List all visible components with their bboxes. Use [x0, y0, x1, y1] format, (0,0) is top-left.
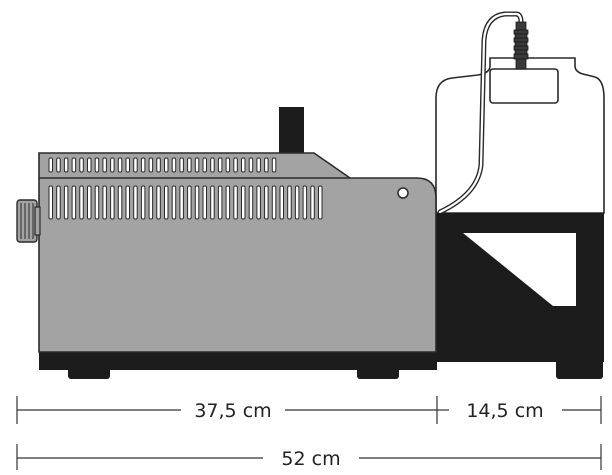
total-length-label: 52 cm [281, 448, 340, 470]
vent-slot [179, 157, 184, 173]
vent-slot [256, 185, 261, 220]
vent-slot [294, 185, 300, 220]
hose-connector [513, 21, 529, 70]
tank-cap [489, 68, 559, 104]
foot-right [357, 360, 399, 379]
vent-slot [133, 185, 138, 220]
vent-slot [94, 157, 100, 173]
vent-slot [287, 185, 292, 220]
vent-slot [71, 185, 77, 220]
base-plate [39, 352, 437, 370]
vent-slot [225, 185, 231, 220]
vent-slot [217, 185, 223, 220]
vent-slot [264, 157, 269, 173]
vent-slot [156, 185, 161, 220]
vent-slot [271, 157, 277, 173]
vent-slot [56, 157, 61, 173]
vent-slot [117, 185, 123, 220]
stand-cutout [463, 233, 576, 306]
vent-slot [63, 157, 69, 173]
vent-slot [140, 185, 146, 220]
vent-slot [87, 157, 92, 173]
vent-slot [248, 185, 254, 220]
fluid-tank [435, 11, 605, 215]
vent-slot [233, 185, 238, 220]
output-nozzle [16, 199, 41, 243]
vent-slot [318, 185, 323, 220]
vent-slot [140, 157, 146, 173]
vent-slot [79, 185, 84, 220]
vent-slot [279, 185, 284, 220]
vent-slot [110, 185, 115, 220]
vent-slot [210, 157, 215, 173]
exhaust-chimney [279, 107, 304, 153]
vent-slot [102, 157, 107, 173]
vent-slot [164, 157, 169, 173]
vent-slot [202, 157, 207, 173]
tank-stand [436, 213, 604, 362]
vent-slot [248, 157, 254, 173]
vent-slot [56, 185, 61, 220]
vent-slot [125, 157, 130, 173]
vent-slot [148, 157, 154, 173]
vent-slot [225, 157, 231, 173]
vent-slot [302, 185, 308, 220]
vent-row-top [48, 157, 277, 173]
vent-slot [117, 157, 123, 173]
dimension-labels: 37,5 cm 14,5 cm 52 cm [194, 400, 543, 470]
vent-slot [171, 185, 177, 220]
vent-slot [79, 157, 84, 173]
vent-slot [94, 185, 100, 220]
dimension-lines [16, 396, 602, 470]
vent-slot [271, 185, 277, 220]
vent-slot [71, 157, 77, 173]
vent-slot [87, 185, 92, 220]
vent-slot [125, 185, 130, 220]
vent-slot [133, 157, 138, 173]
machine-housing [16, 107, 437, 379]
housing-body [38, 152, 437, 353]
vent-row-bottom [48, 185, 323, 220]
vent-slot [187, 185, 192, 220]
vent-slot [48, 157, 53, 173]
vent-slot [171, 157, 177, 173]
vent-slot [241, 157, 246, 173]
vent-slot [164, 185, 169, 220]
vent-slot [187, 157, 192, 173]
vent-slot [210, 185, 215, 220]
foot-left [68, 360, 110, 379]
tank-length-label: 14,5 cm [466, 400, 543, 422]
vent-slot [194, 157, 200, 173]
tank-foot [556, 355, 603, 379]
vent-slot [194, 185, 200, 220]
vent-slot [264, 185, 269, 220]
vent-slot [217, 157, 223, 173]
screw [397, 187, 409, 199]
vent-slot [256, 157, 261, 173]
vent-slot [202, 185, 207, 220]
vent-slot [110, 157, 115, 173]
vent-slot [179, 185, 184, 220]
vent-slot [148, 185, 154, 220]
vent-slot [102, 185, 107, 220]
vent-slot [310, 185, 315, 220]
vent-slot [156, 157, 161, 173]
vent-slot [241, 185, 246, 220]
vent-slot [48, 185, 53, 220]
machine-length-label: 37,5 cm [194, 400, 271, 422]
vent-slot [233, 157, 238, 173]
vent-slot [63, 185, 69, 220]
